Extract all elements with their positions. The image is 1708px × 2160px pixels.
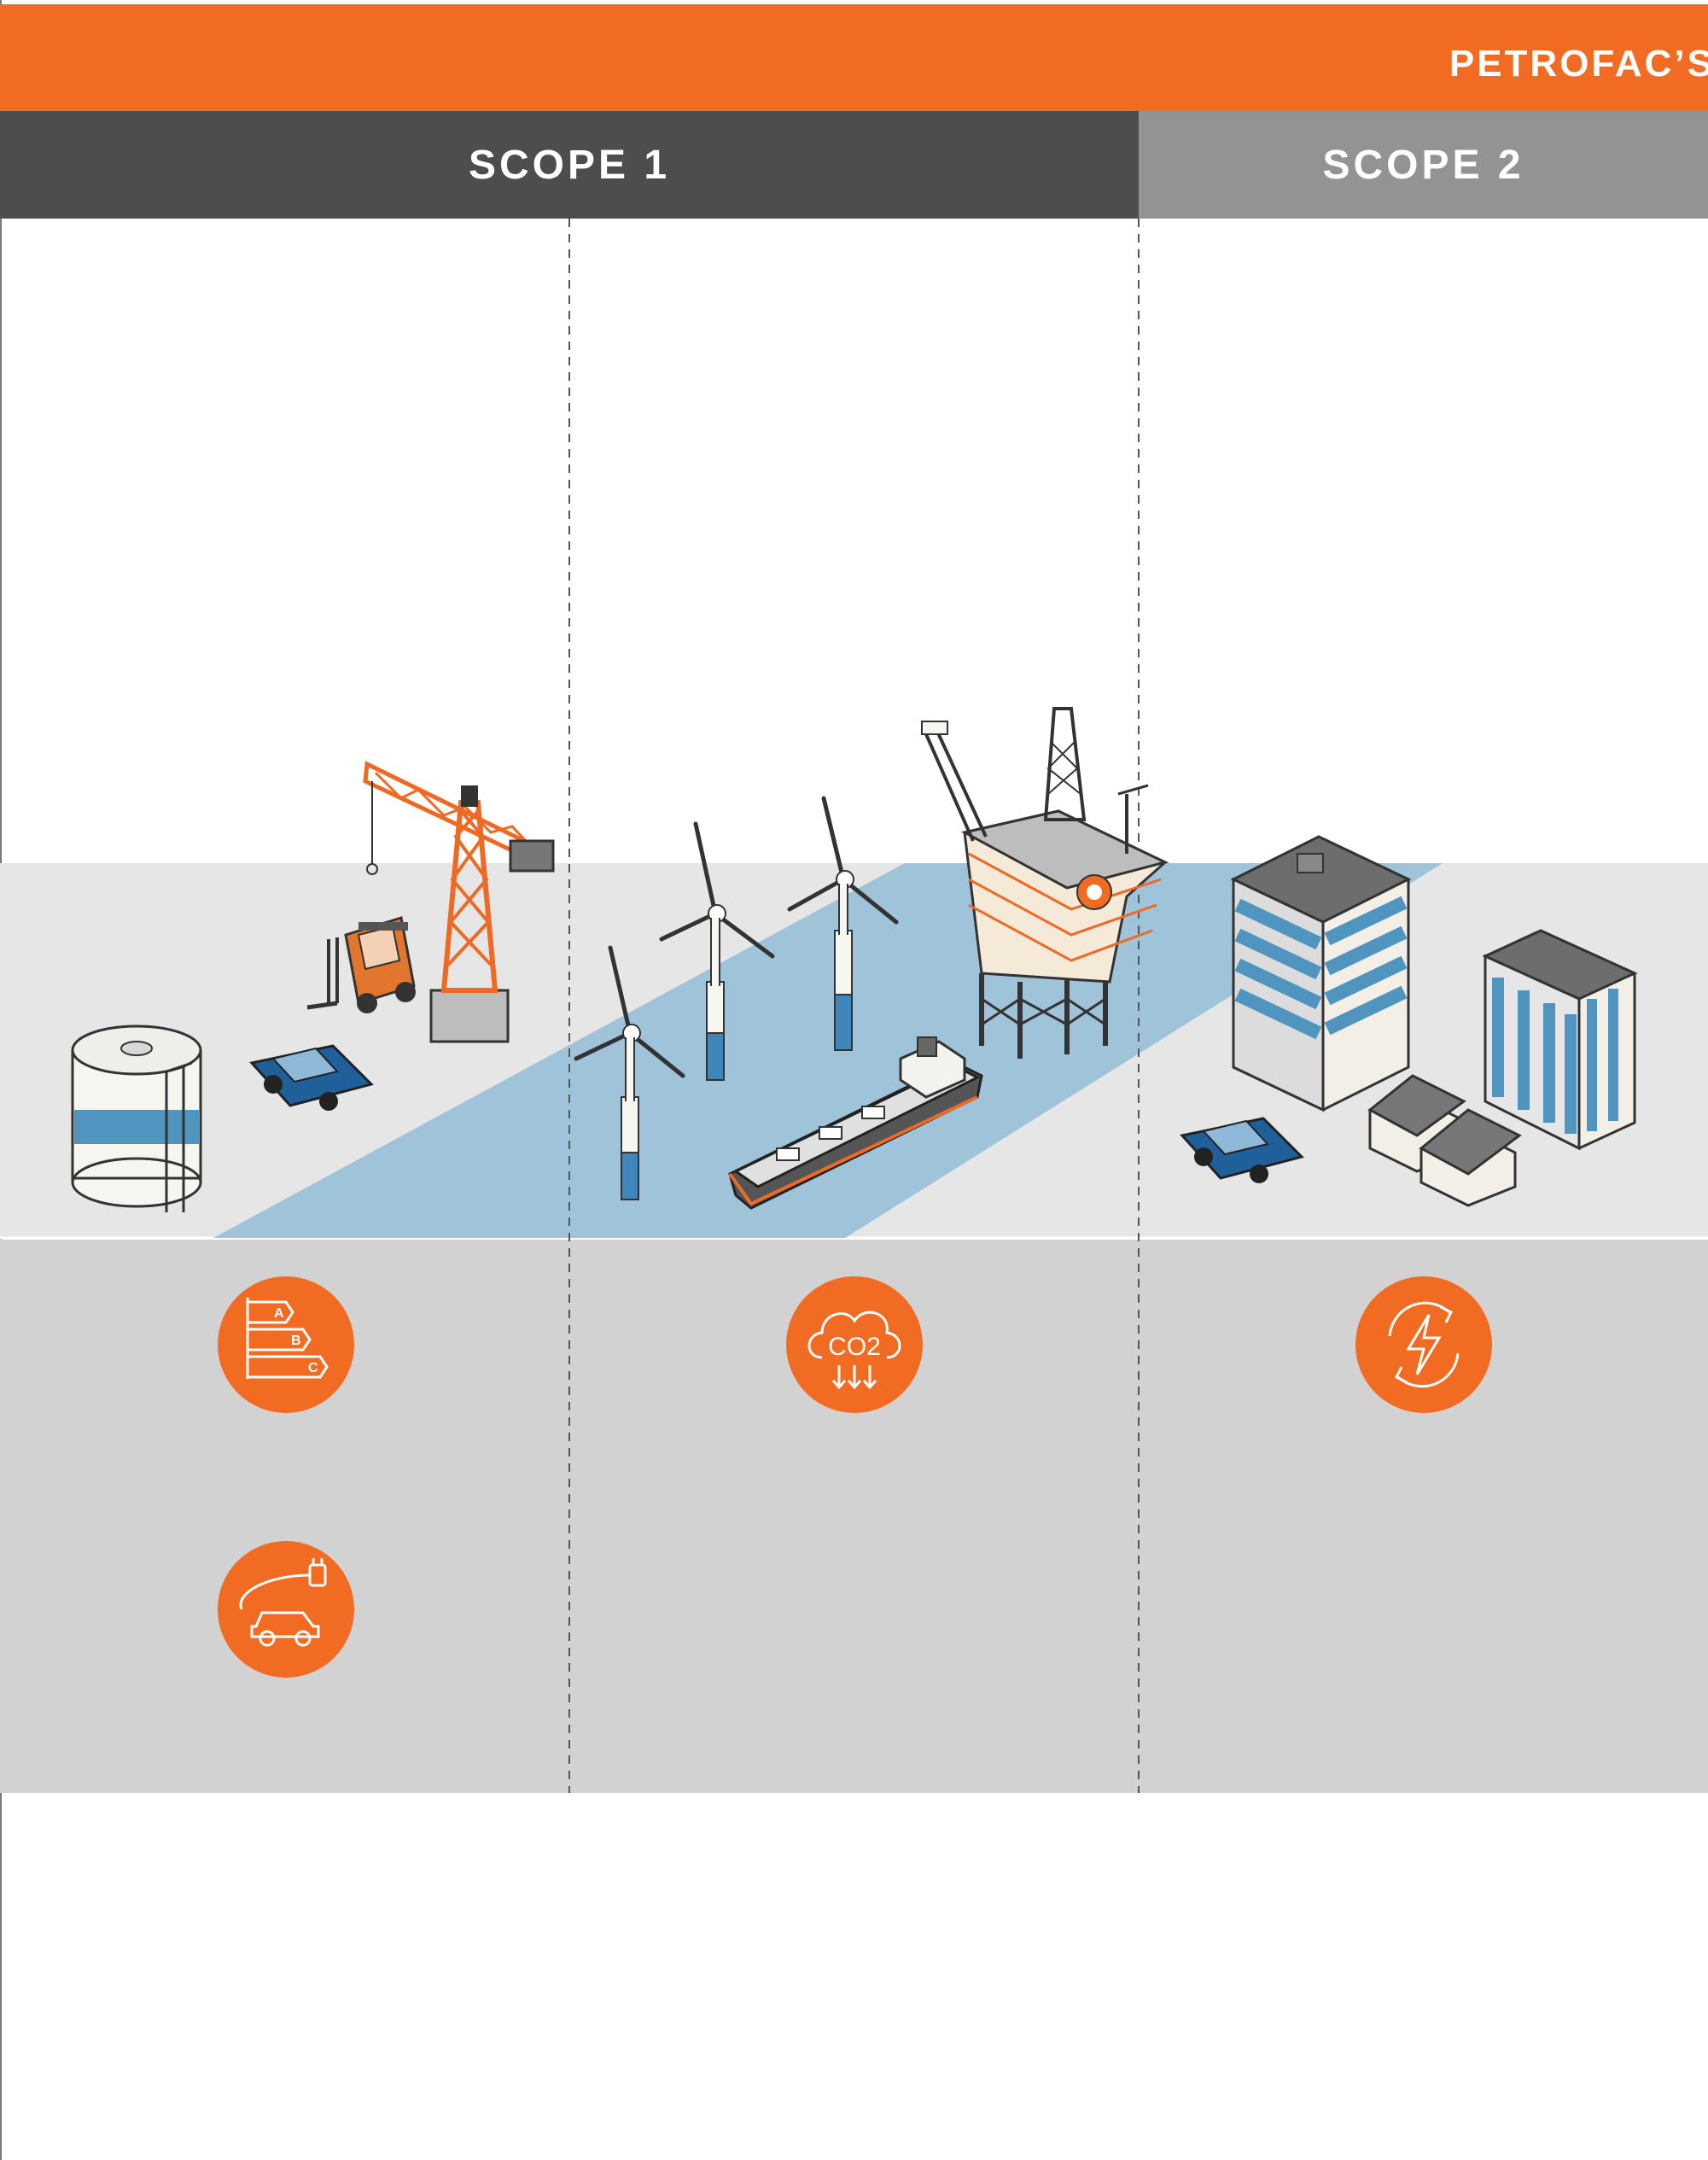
office-building-icon xyxy=(1482,929,1638,1151)
vessel-icon xyxy=(728,1036,983,1210)
scope-2-header: SCOPE 2 xyxy=(1139,111,1708,219)
scope-2-label: SCOPE 2 xyxy=(1322,142,1524,188)
energy-rating-icon: A B C xyxy=(218,1276,354,1413)
scope-1-header: SCOPE 1 xyxy=(0,111,1139,219)
co2-capture-icon: CO2 xyxy=(786,1276,923,1413)
storage-tank-icon xyxy=(71,1025,202,1212)
crane-icon xyxy=(363,761,555,1043)
office-building-icon xyxy=(1230,835,1412,1112)
co2-label: CO2 xyxy=(828,1333,881,1361)
offshore-platform-icon xyxy=(921,707,1169,1059)
car-icon xyxy=(1180,1117,1304,1183)
house-icon xyxy=(1419,1108,1522,1207)
title-bar: PETROFAC’S xyxy=(0,4,1708,111)
scope-1-label: SCOPE 1 xyxy=(468,142,671,188)
renewable-power-icon xyxy=(1355,1276,1492,1413)
wind-turbine-icon xyxy=(574,945,685,1200)
wind-turbine-icon xyxy=(659,821,775,1081)
water-channel xyxy=(213,863,1443,1238)
rating-letter-a: A xyxy=(274,1306,284,1321)
car-icon xyxy=(249,1044,374,1111)
rating-letter-c: C xyxy=(308,1361,318,1375)
forklift-icon xyxy=(306,916,416,1013)
rating-letter-b: B xyxy=(291,1334,301,1348)
electric-vehicle-icon xyxy=(218,1541,354,1678)
wind-turbine-icon xyxy=(787,796,899,1051)
page-title: PETROFAC’S xyxy=(1449,43,1708,85)
